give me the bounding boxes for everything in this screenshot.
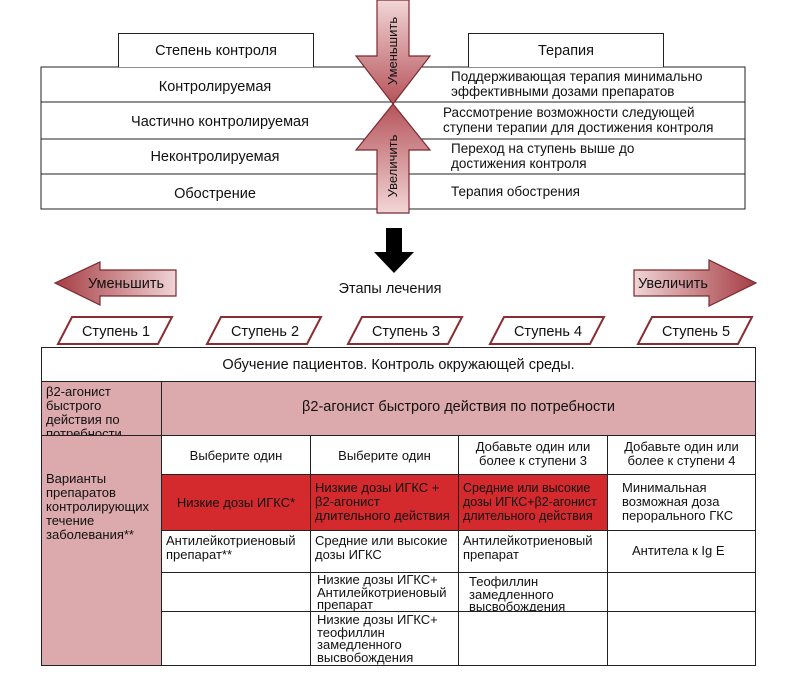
increase-arrow-label: Увеличить [385,134,400,198]
step-shape-3 [346,316,464,345]
therapy-partial: Рассмотрение возможности следующей ступе… [443,105,714,135]
step-label-5: Ступень 5 [661,324,731,340]
red-cell-step2: Низкие дозы ИГКС* [161,474,311,531]
control-level-exacerbation: Обострение [174,186,256,202]
cell-step3-ics-theophylline: Низкие дозы ИГКС+ теофиллин замедленного… [310,611,459,666]
beta-agonist-step1: β2-агонист быстрого действия по потребно… [41,381,162,441]
step-label-2: Ступень 2 [230,324,300,340]
therapy-controlled: Поддерживающая терапия минимально эффект… [451,69,703,99]
step-shape-4 [488,316,606,345]
choose-header-step5: Добавьте один или более к ступени 4 [607,435,756,475]
increase-right-label: Увеличить [638,276,708,292]
beta-agonist-all-steps: β2-агонист быстрого действия по потребно… [161,381,756,436]
step-shape-5 [636,316,754,345]
step-label-1: Ступень 1 [81,324,151,340]
cell-step5-ocs: Минимальная возможная доза перорального … [607,474,756,531]
control-header: Степень контроля [118,33,314,67]
step-label-3: Ступень 3 [371,324,441,340]
cell-step4-antileukotriene: Антилейкотриеновый препарат [458,530,608,573]
cell-step2-antileukotriene: Антилейкотриеновый препарат** [161,530,311,573]
decrease-arrow-left [53,261,177,306]
black-down-arrow [374,228,414,273]
cell-step2-empty-row3 [161,572,311,612]
treatment-stages-title: Этапы лечения [338,281,442,297]
increase-arrow-right [633,259,758,307]
choose-header-step4: Добавьте один или более к ступени 3 [458,435,608,475]
red-cell-step3: Низкие дозы ИГКС + β2-агонист длительног… [310,474,459,531]
choose-header-step3: Выберите один [310,435,459,475]
control-level-uncontrolled: Неконтролируемая [150,149,280,165]
step-shape-2 [205,316,323,345]
cell-step4-theophylline: Теофиллин замедленного высвобождения [458,572,608,613]
control-header-label: Степень контроля [155,43,277,59]
cell-step5-empty-row3 [607,572,756,612]
increase-arrow-up [354,103,432,214]
therapy-uncontrolled: Переход на ступень выше до достижения ко… [451,141,635,171]
decrease-left-label: Уменьшить [87,276,165,292]
therapy-header: Терапия [468,33,664,67]
choose-header-step2: Выберите один [161,435,311,475]
cell-step3-medium-high-ics: Средние или высокие дозы ИГКС [310,530,459,573]
step-label-4: Ступень 4 [513,324,583,340]
cell-step5-anti-ige: Антитела к Ig E [607,530,756,573]
red-cell-step4: Средние или высокие дозы ИГКС+β2-агонист… [458,474,608,531]
therapy-exacerbation: Терапия обострения [451,184,580,199]
cell-step2-empty-row4 [161,611,311,666]
control-level-partial: Частично контролируемая [131,114,309,130]
cell-step5-empty-row4 [607,611,756,666]
education-row: Обучение пациентов. Контроль окружающей … [41,347,756,382]
cell-step4-empty-row4 [458,611,608,666]
cell-step3-ics-antileukotriene: Низкие дозы ИГКС+ Антилейкотриеновый пре… [310,572,459,612]
decrease-arrow-label: Уменьшить [385,16,400,86]
controller-variants-label: Варианты препаратов контролирующих течен… [41,435,162,666]
therapy-header-label: Терапия [537,43,595,59]
decrease-arrow-down [354,0,432,105]
control-level-controlled: Контролируемая [158,79,272,95]
step-shape-1 [56,316,174,345]
